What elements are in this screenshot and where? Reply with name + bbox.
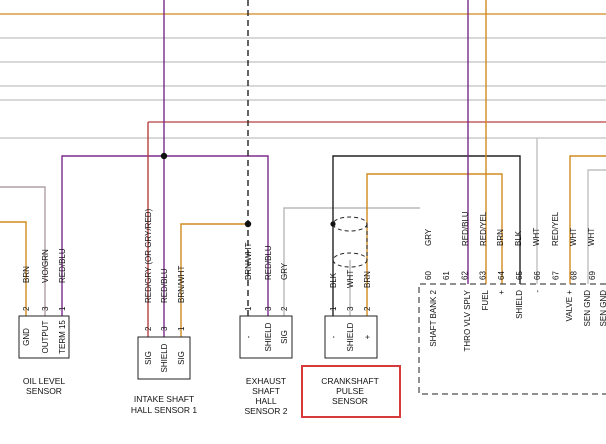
exhaust-sensor-connector: [239, 315, 293, 359]
exhaust_sensor-caption: SHAFT: [252, 386, 280, 396]
oil_sensor-wire-label: VIO/GRN: [41, 249, 50, 283]
intake_sensor-caption: INTAKE SHAFT: [134, 394, 194, 404]
ecm-terminal-label: +: [497, 290, 506, 295]
crank_sensor-pin-number: 1: [329, 306, 338, 311]
ecm-terminal-label: SEN GND: [583, 290, 592, 327]
intake-sensor-wires: [147, 0, 248, 337]
ecm-terminal-label: THRO VLV SPLY: [463, 289, 472, 351]
crank_sensor-wire-label: BRN: [363, 271, 372, 288]
ecm-pin-number: 65: [515, 271, 524, 280]
intake_sensor-wire-label: RED/GRY (OR GRY/RED): [144, 208, 153, 303]
exhaust_sensor-terminal-label: -: [244, 335, 253, 338]
crank_sensor-terminal-label: SHIELD: [346, 322, 355, 351]
label-layer: 2 BRN GND 3 VIO/GRN OUTPUT 1 RED/BLU TERM 15 OIL …: [22, 208, 606, 416]
crank_sensor-pin-number: 2: [363, 306, 372, 311]
ecm-pin-number: 66: [533, 271, 542, 280]
oil-sensor-wires: [0, 155, 269, 316]
intake-sensor-connector: [137, 336, 191, 380]
oil_sensor-caption: OIL LEVEL: [23, 376, 65, 386]
ecm-terminal-label: -: [533, 290, 542, 293]
oil_sensor-terminal-label: TERM 15: [58, 320, 67, 354]
ecm-pin-number: 67: [551, 271, 560, 280]
exhaust_sensor-terminal-label: SHIELD: [264, 322, 273, 351]
crank_sensor-terminal-label: -: [329, 335, 338, 338]
ecm-pin-number: 69: [588, 271, 597, 280]
crank-highlight-box: [301, 365, 401, 418]
ecm-pin-number: 68: [570, 271, 579, 280]
exhaust_sensor-pin-number: 2: [280, 306, 289, 311]
ecm-wire-label: RED/YEL: [479, 211, 488, 246]
crank_sensor-caption: CRANKSHAFT: [321, 376, 379, 386]
splice-dot-2: [244, 220, 252, 228]
crank-sensor-connector: [324, 315, 378, 359]
ecm-pin-number: 61: [442, 271, 451, 280]
oil_sensor-wire-label: RED/BLU: [58, 248, 67, 283]
exhaust_sensor-caption: HALL: [255, 396, 277, 406]
crank_sensor-wire-label: WHT: [346, 270, 355, 288]
exhaust_sensor-terminal-label: SIG: [280, 330, 289, 344]
oil_sensor-caption: SENSOR: [26, 386, 62, 396]
bus-wires: [0, 13, 606, 139]
ecm-wire-label: WHT: [532, 228, 541, 246]
oil_sensor-pin-number: 1: [58, 306, 67, 311]
intake_sensor-terminal-label: SHIELD: [160, 343, 169, 372]
splice-dot-3: [330, 221, 336, 227]
crank_sensor-caption: SENSOR: [332, 396, 368, 406]
intake_sensor-wire-label: RED/BLU: [160, 268, 169, 303]
ecm-wire-label: WHT: [587, 228, 596, 246]
crank-shield-twist: [332, 216, 368, 268]
oil_sensor-wire-label: BRN: [22, 266, 31, 283]
ecm-wire-label: RED/YEL: [551, 211, 560, 246]
exhaust_sensor-caption: SENSOR 2: [245, 406, 288, 416]
ecm-pin-number: 63: [479, 271, 488, 280]
intake_sensor-terminal-label: SIG: [177, 351, 186, 365]
intake_sensor-pin-number: 1: [177, 326, 186, 331]
exhaust_sensor-wire-label: RED/BLU: [264, 245, 273, 280]
oil_sensor-pin-number: 3: [41, 306, 50, 311]
ecm-pin-number: 60: [424, 271, 433, 280]
ecm-wire-label: GRY: [424, 228, 433, 246]
ecm-pin-number: 64: [497, 271, 506, 280]
intake_sensor-terminal-label: SIG: [144, 351, 153, 365]
ecm-wire-label: RED/BLU: [461, 211, 470, 246]
exhaust_sensor-pin-number: 1: [244, 306, 253, 311]
exhaust_sensor-caption: EXHAUST: [246, 376, 286, 386]
exhaust_sensor-wire-label: BRN/WHT: [244, 243, 253, 280]
ecm-terminal-label: VALVE +: [565, 290, 574, 322]
ecm-wire-label: BRN: [496, 229, 505, 246]
exhaust-sensor-wires: [247, 0, 420, 316]
ecm-terminal-label: SHIELD: [515, 290, 524, 319]
crank_sensor-caption: PULSE: [336, 386, 364, 396]
exhaust_sensor-pin-number: 3: [264, 306, 273, 311]
oil-sensor-connector: [18, 315, 70, 359]
intake_sensor-caption: HALL SENSOR 1: [131, 405, 198, 415]
intake_sensor-pin-number: 2: [144, 326, 153, 331]
crank_sensor-pin-number: 3: [346, 306, 355, 311]
oil_sensor-terminal-label: OUTPUT: [41, 320, 50, 353]
oil_sensor-pin-number: 2: [22, 306, 31, 311]
oil_sensor-terminal-label: GND: [22, 328, 31, 346]
ecm-wires: [467, 0, 606, 284]
crank_sensor-wire-label: BLK: [329, 272, 338, 288]
intake_sensor-pin-number: 3: [160, 326, 169, 331]
exhaust_sensor-wire-label: GRY: [280, 262, 289, 280]
ecm-terminal-label: SEN GND: [599, 290, 606, 327]
crank_sensor-terminal-label: +: [363, 334, 372, 339]
ecm-connector-outline: [418, 283, 606, 395]
ecm-wire-label: WHT: [569, 228, 578, 246]
ecm-wire-label: BLK: [514, 230, 523, 246]
ecm-pin-number: 62: [460, 271, 469, 280]
intake_sensor-wire-label: BRN/WHT: [177, 266, 186, 303]
ecm-terminal-label: SHAFT BANK 2: [429, 289, 438, 346]
splice-dot-1: [160, 152, 168, 160]
ecm-terminal-label: FUEL: [481, 289, 490, 310]
